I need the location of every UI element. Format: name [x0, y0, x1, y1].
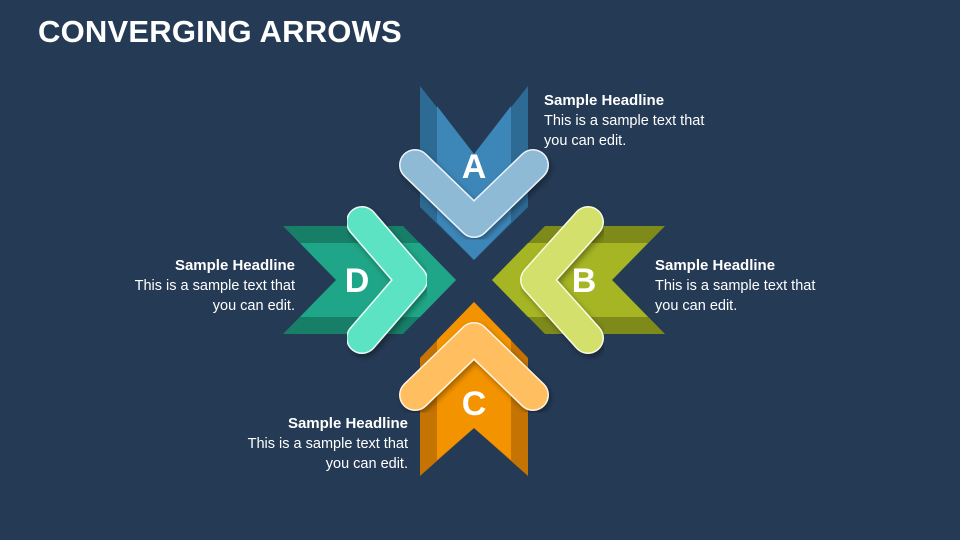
- arrow-d: D: [283, 206, 456, 354]
- letter-d: D: [345, 262, 370, 300]
- arrow-c: C: [399, 302, 549, 476]
- text-block-d: Sample Headline This is a sample text th…: [115, 256, 295, 316]
- text-block-c: Sample Headline This is a sample text th…: [228, 414, 408, 474]
- letter-c: C: [462, 385, 487, 423]
- headline-a: Sample Headline: [544, 92, 665, 109]
- body-a: This is a sample text that you can edit.: [544, 113, 705, 149]
- body-c: This is a sample text that you can edit.: [247, 436, 408, 472]
- text-block-b: Sample Headline This is a sample text th…: [655, 256, 835, 316]
- text-block-a: Sample Headline This is a sample text th…: [544, 91, 724, 151]
- headline-c: Sample Headline: [287, 415, 408, 432]
- headline-d: Sample Headline: [174, 257, 295, 274]
- letter-b: B: [572, 262, 597, 300]
- headline-b: Sample Headline: [655, 257, 776, 274]
- body-b: This is a sample text that you can edit.: [655, 278, 816, 314]
- arrow-b: B: [492, 206, 665, 354]
- page-title: CONVERGING ARROWS: [38, 14, 402, 49]
- body-d: This is a sample text that you can edit.: [134, 278, 295, 314]
- arrow-a: A: [399, 86, 549, 260]
- letter-a: A: [462, 148, 487, 186]
